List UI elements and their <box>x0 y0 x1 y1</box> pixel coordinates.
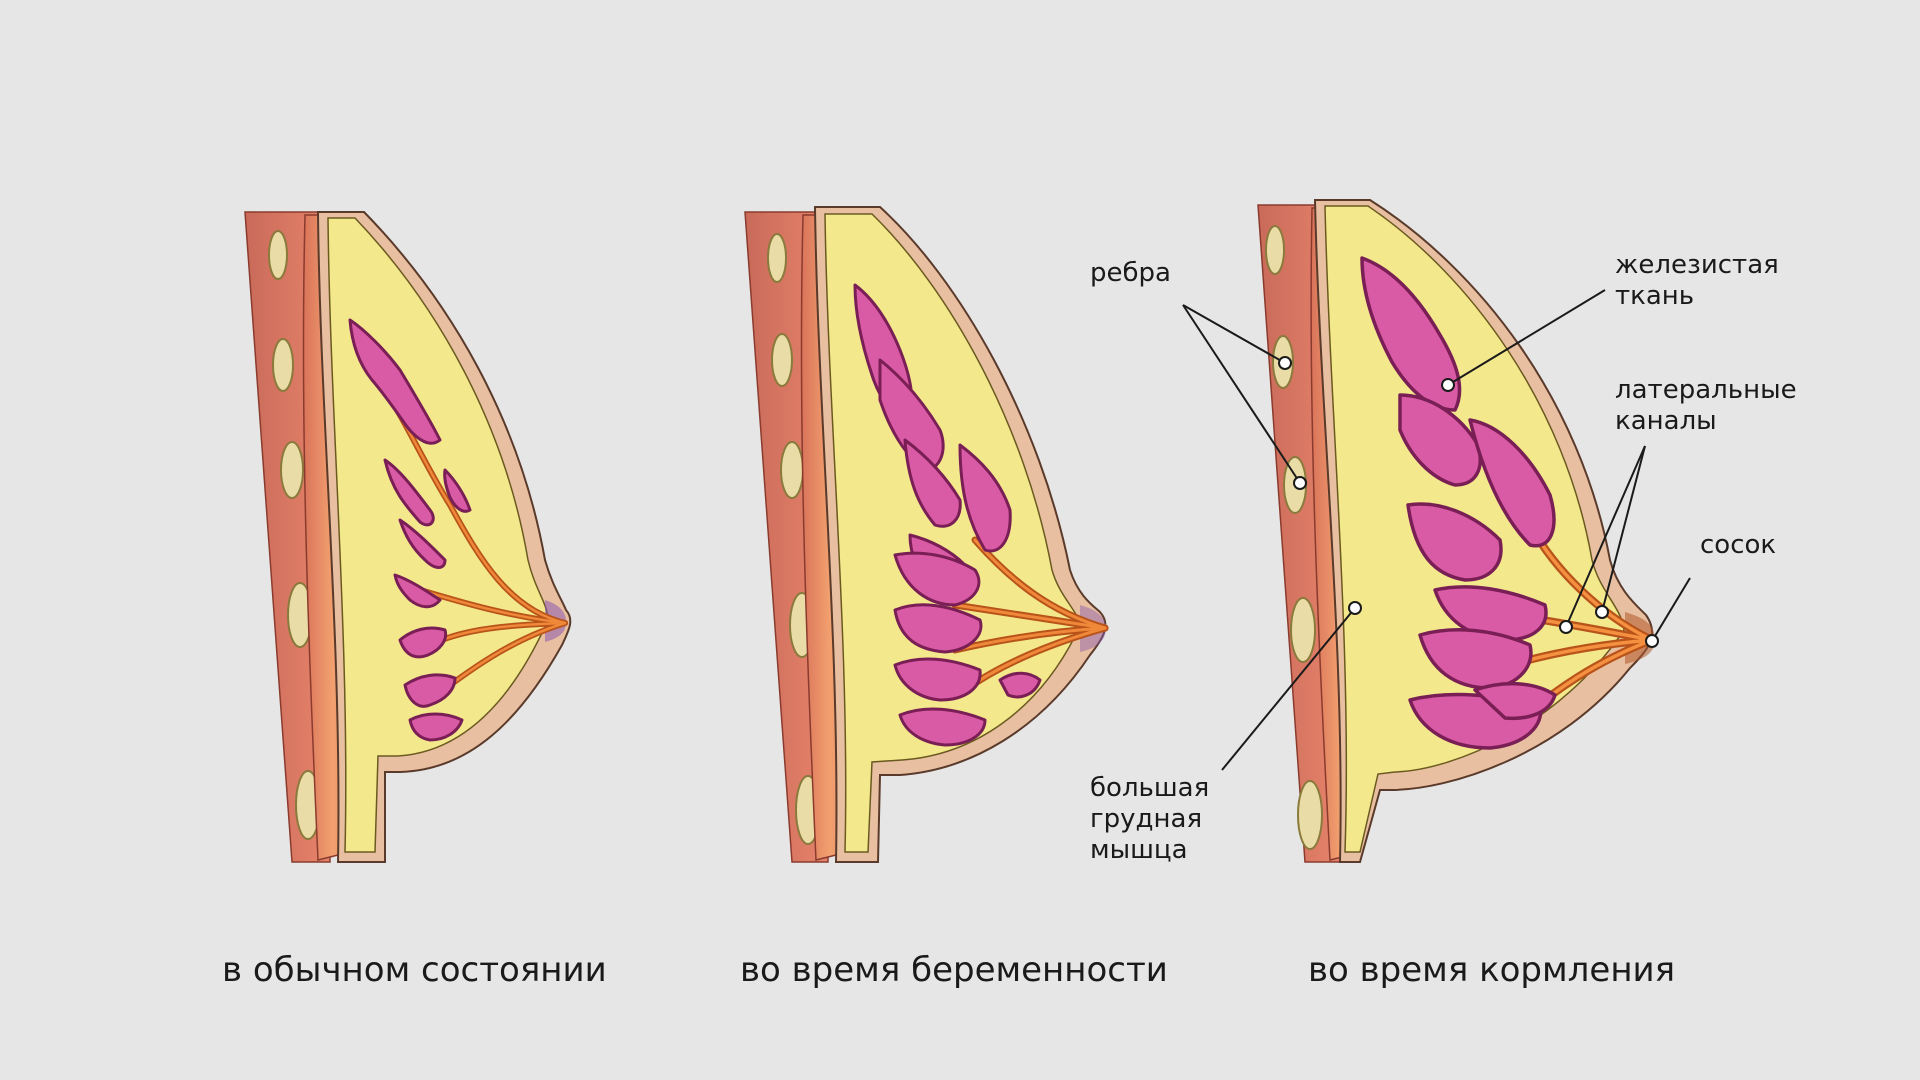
callout-lines <box>1182 289 1691 771</box>
caption-pregnancy: во время беременности <box>740 950 1168 990</box>
label-ribs: ребра <box>1090 258 1171 288</box>
nipple-line <box>1651 577 1691 642</box>
glands-normal <box>348 318 472 742</box>
marker-nipple <box>1645 634 1659 648</box>
lateral-duct-line-1 <box>1565 445 1646 628</box>
marker-gland <box>1441 378 1455 392</box>
marker-lateral-duct-1 <box>1559 620 1573 634</box>
label-lateral-ducts: латеральные каналы <box>1615 375 1797 436</box>
ribs-line-2 <box>1182 304 1301 484</box>
marker-muscle <box>1348 601 1362 615</box>
ribs-line-1 <box>1182 304 1286 364</box>
caption-feeding: во время кормления <box>1308 950 1676 990</box>
callout-markers <box>1278 356 1659 648</box>
breast-feeding <box>1257 199 1656 863</box>
gland-line <box>1447 289 1606 386</box>
caption-normal: в обычном состоянии <box>222 950 607 990</box>
label-pectoral-muscle: большая грудная мышца <box>1090 773 1210 865</box>
marker-rib-2 <box>1293 476 1307 490</box>
label-nipple: сосок <box>1700 530 1777 560</box>
breast-normal <box>244 211 572 863</box>
glands-feeding <box>1360 256 1557 750</box>
glands-pregnancy <box>853 283 1042 747</box>
lateral-duct-line-2 <box>1601 445 1646 613</box>
marker-lateral-duct-2 <box>1595 605 1609 619</box>
breast-pregnancy <box>744 206 1109 863</box>
marker-rib-1 <box>1278 356 1292 370</box>
label-glandular-tissue: железистая ткань <box>1615 250 1779 311</box>
ribs-feeding <box>1265 225 1323 850</box>
muscle-line <box>1221 607 1356 771</box>
